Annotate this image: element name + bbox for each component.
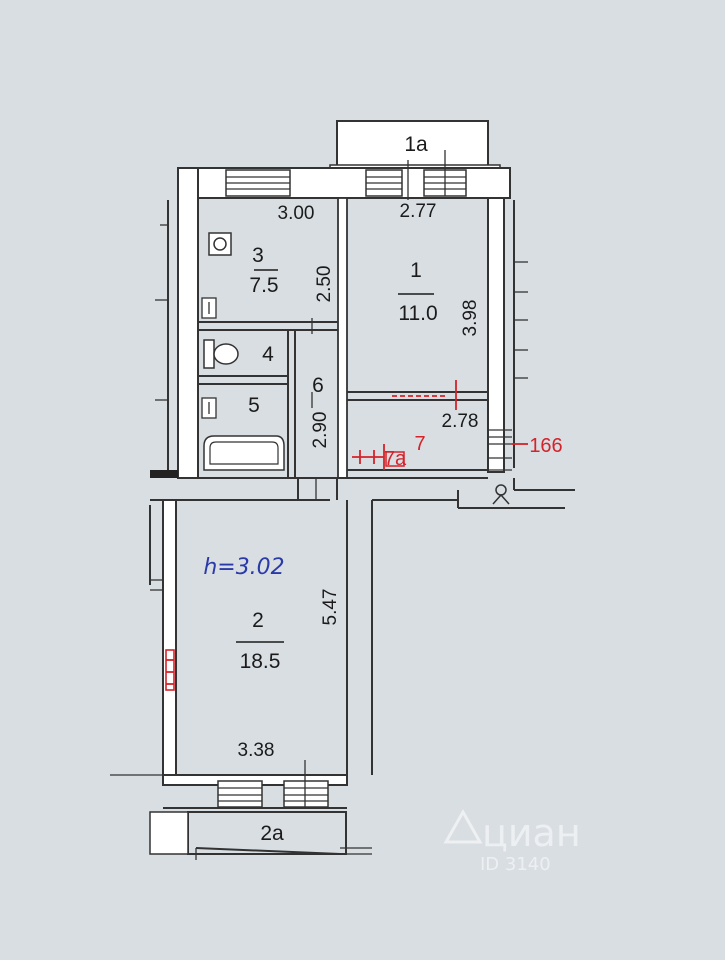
watermark: циан ID 3140 xyxy=(443,808,581,875)
entrance-number: 166 xyxy=(529,435,562,457)
room-6-number: 6 xyxy=(312,374,324,397)
entrance-ticks xyxy=(488,429,528,471)
room-6-length: 2.90 xyxy=(310,412,331,449)
right-wall-hatch xyxy=(514,261,528,379)
ceiling-height: h=3.02 xyxy=(203,555,284,580)
room-2-number: 2 xyxy=(252,609,264,632)
room-1-area: 11.0 xyxy=(398,302,437,325)
room-3-length: 2.50 xyxy=(314,266,335,303)
room-7a-label: 7a xyxy=(384,448,407,470)
entrance-marker-icon xyxy=(492,484,510,505)
room-2-length: 5.47 xyxy=(320,589,341,626)
window xyxy=(365,169,403,197)
watermark-brand: циан xyxy=(482,811,581,855)
room-2-width: 3.38 xyxy=(238,740,275,761)
room-7-number: 7 xyxy=(414,433,425,455)
bathtub-icon xyxy=(203,435,285,471)
room-3-area: 7.5 xyxy=(249,274,278,297)
room-4-number: 4 xyxy=(262,343,274,366)
room-2-area: 18.5 xyxy=(240,650,281,673)
windows-top xyxy=(225,150,467,200)
window xyxy=(283,760,329,808)
left-wall-hatch xyxy=(155,224,168,401)
room-1-width: 2.77 xyxy=(400,201,437,222)
windows-bottom xyxy=(217,760,329,808)
inner-walls xyxy=(198,197,488,500)
window xyxy=(217,780,263,808)
watermark-id: ID 3140 xyxy=(480,854,551,875)
room-1-length: 3.98 xyxy=(460,300,481,337)
room-7-width: 2.78 xyxy=(442,411,479,432)
window xyxy=(423,150,467,197)
washbasin-icon xyxy=(208,232,232,256)
socket-icon xyxy=(201,297,217,319)
balcony-2a xyxy=(149,811,372,860)
lower-walls xyxy=(110,478,575,809)
balcony-1a-label: 1a xyxy=(404,133,428,156)
socket-icon xyxy=(201,397,217,419)
window xyxy=(225,169,291,197)
toilet-icon xyxy=(203,339,239,369)
red-door-annotation xyxy=(352,380,457,470)
room-5-number: 5 xyxy=(248,394,260,417)
room-3-width: 3.00 xyxy=(278,203,315,224)
watermark-logo-icon xyxy=(443,808,483,844)
room-1-number: 1 xyxy=(410,259,422,282)
room-3-number: 3 xyxy=(252,244,264,267)
balcony-2a-label: 2a xyxy=(260,822,284,845)
